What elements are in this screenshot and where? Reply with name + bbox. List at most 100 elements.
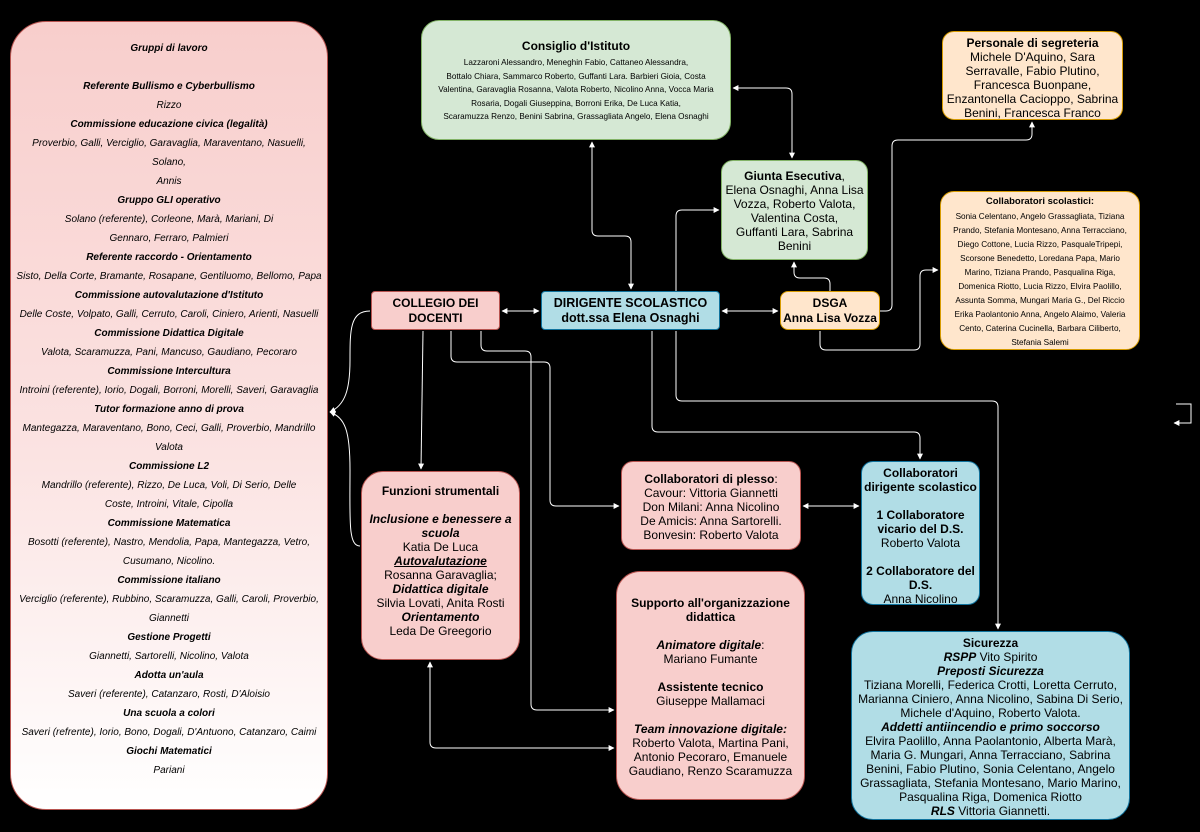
- personale-segreteria-box: Personale di segreteria Michele D'Aquino…: [942, 31, 1123, 120]
- text-line: Bosotti (referente), Nastro, Mendolia, P…: [11, 533, 327, 552]
- text-line-main: RLS: [930, 804, 955, 818]
- text-line: Bottalo Chiara, Sammarco Roberto, Guffan…: [446, 71, 706, 81]
- text-line-main: Marianna Ciniero, Anna Nicolino, Sabina …: [858, 692, 1123, 706]
- text-line-rest: Vito Spirito: [976, 650, 1038, 664]
- text-line-main: Introini (referente), Iorio, Dogali, Bor…: [19, 385, 319, 396]
- text-line: Gruppo GLI operativo: [11, 191, 327, 210]
- text-line: Commissione autovalutazione d'Istituto: [11, 286, 327, 305]
- gruppi-di-lavoro-box: Gruppi di lavoro Referente Bullismo e Cy…: [10, 21, 328, 810]
- text-line: Leda De Greegorio: [362, 624, 519, 638]
- text-line: Vozza, Roberto Valota,: [733, 197, 856, 211]
- text-line: [362, 498, 519, 512]
- text-line: De Amicis: Anna Sartorelli.: [640, 514, 782, 528]
- text-line-main: Solano (referente), Corleone, Marà, Mari…: [64, 214, 274, 225]
- text-line: Tutor formazione anno di prova: [11, 400, 327, 419]
- text-line-main: Bosotti (referente), Nastro, Mendolia, P…: [28, 537, 310, 548]
- consiglio-istituto-box: Consiglio d'Istituto Lazzaroni Alessandr…: [421, 20, 731, 140]
- text-line-main: Mariano Fumante: [663, 652, 758, 666]
- giunta-title: Giunta Esecutiva: [744, 169, 842, 183]
- edge-dirigente-sicurezza: [675, 331, 1001, 630]
- text-line-main: [919, 494, 922, 508]
- text-line-main: Gestione Progetti: [127, 632, 211, 643]
- text-line: [11, 58, 327, 77]
- text-line: Gruppi di lavoro: [11, 39, 327, 58]
- text-line: Gaudiano, Renzo Scaramuzza: [617, 764, 804, 778]
- edge-collegio-gruppi: [329, 310, 371, 413]
- text-line: D.S.: [862, 578, 979, 592]
- text-line: Cusumano, Nicolino.: [11, 552, 327, 571]
- text-line: Annis: [11, 172, 327, 191]
- text-line: Mariano Fumante: [617, 652, 804, 666]
- text-line-main: Valota: [155, 442, 183, 453]
- text-line: Referente raccordo - Orientamento: [11, 248, 327, 267]
- text-line-main: 1 Collaboratore: [876, 508, 965, 522]
- text-line-main: [168, 62, 171, 73]
- text-line-main: Adotta un'aula: [134, 670, 204, 681]
- text-line: Bonvesin: Roberto Valota: [643, 528, 779, 542]
- text-line: Introini (referente), Iorio, Dogali, Bor…: [11, 381, 327, 400]
- text-line: Katia De Luca: [362, 540, 519, 554]
- text-line: Sicurezza: [852, 636, 1129, 650]
- text-line-main: Commissione Didattica Digitale: [94, 328, 244, 339]
- collaboratori-scolastici-box: Collaboratori scolastici: Sonia Celentan…: [940, 191, 1140, 350]
- text-line-main: Coste, Introini, Vitale, Cipolla: [104, 499, 234, 510]
- text-line: Coste, Introini, Vitale, Cipolla: [11, 495, 327, 514]
- text-line-main: Roberto Valota, Martina Pani,: [632, 736, 789, 750]
- edge-dsga-collabsc: [819, 267, 939, 351]
- text-line: Autovalutazione: [362, 554, 519, 568]
- text-line-main: Didattica digitale: [392, 582, 489, 596]
- text-line: Giannetti: [11, 609, 327, 628]
- text-line-main: Commissione autovalutazione d'Istituto: [74, 290, 264, 301]
- text-line: COLLEGIO DEI: [392, 296, 479, 310]
- text-line-main: scuola: [421, 526, 460, 540]
- text-line-main: Commissione italiano: [117, 575, 221, 586]
- text-line: Diego Cottone, Lucia Rizzo, PasqualeTrip…: [957, 240, 1123, 249]
- text-line: Cavour: Vittoria Giannetti: [644, 486, 778, 500]
- text-line: Francesca Buonpane,: [973, 78, 1092, 92]
- edge-dsga-segreteria: [880, 121, 1035, 312]
- text-line-main: Grassagliata, Stefania Montesano, Mario …: [860, 776, 1121, 790]
- text-line: Una scuola a colori: [11, 704, 327, 723]
- text-line: Marianna Ciniero, Anna Nicolino, Sabina …: [852, 692, 1129, 706]
- text-line: RLS Vittoria Giannetti.: [852, 804, 1129, 818]
- text-line: Sisto, Della Corte, Bramante, Rosapane, …: [11, 267, 327, 286]
- text-line: 1 Collaboratore: [862, 508, 979, 522]
- text-line: Roberto Valota: [862, 536, 979, 550]
- text-line-main: Referente Bullismo e Cyberbullismo: [83, 81, 255, 92]
- edge-offpage-stub: [1173, 403, 1192, 426]
- text-line: Silvia Lovati, Anita Rosti: [362, 596, 519, 610]
- text-line-main: Silvia Lovati, Anita Rosti: [376, 596, 505, 610]
- text-line-main: Tutor formazione anno di prova: [94, 404, 244, 415]
- text-line: Commissione Didattica Digitale: [11, 324, 327, 343]
- giunta-esecutiva-box: Giunta Esecutiva, Elena Osnaghi, Anna Li…: [721, 160, 868, 260]
- text-line-suffix: :: [761, 638, 765, 652]
- edge-dirigente-giunta: [675, 207, 720, 291]
- text-line-main: Orientamento: [401, 610, 480, 624]
- text-line: Maria G. Mungari, Anna Terracciano, Sabr…: [852, 748, 1129, 762]
- collabsc-title: Collaboratori scolastici:: [985, 196, 1095, 207]
- text-line: DSGA: [812, 296, 848, 310]
- text-line: Addetti antiincendio e primo soccorso: [852, 720, 1129, 734]
- plesso-title: Collaboratori di plesso: [644, 472, 775, 486]
- text-line: Rosaria, Dogali Giuseppina, Borroni Erik…: [471, 98, 681, 108]
- text-line: Orientamento: [362, 610, 519, 624]
- text-line: Mandrillo (referente), Rizzo, De Luca, V…: [11, 476, 327, 495]
- text-line: Cento, Caterina Cucinella, Barbara Cilib…: [959, 324, 1121, 333]
- text-line-main: vicario del D.S.: [877, 522, 964, 536]
- text-line: Inclusione e benessere a: [362, 512, 519, 526]
- text-line-main: Pariani: [153, 765, 185, 776]
- text-line: Roberto Valota, Martina Pani,: [617, 736, 804, 750]
- text-line: Rizzo: [11, 96, 327, 115]
- text-line: Supporto all'organizzazione: [617, 596, 804, 610]
- text-line-main: Mandrillo (referente), Rizzo, De Luca, V…: [41, 480, 297, 491]
- text-line-main: Maria G. Mungari, Anna Terracciano, Sabr…: [870, 748, 1111, 762]
- text-line: Tiziana Morelli, Federica Crotti, Lorett…: [852, 678, 1129, 692]
- text-line-main: Saveri (referente), Catanzaro, Rosti, D'…: [68, 689, 270, 700]
